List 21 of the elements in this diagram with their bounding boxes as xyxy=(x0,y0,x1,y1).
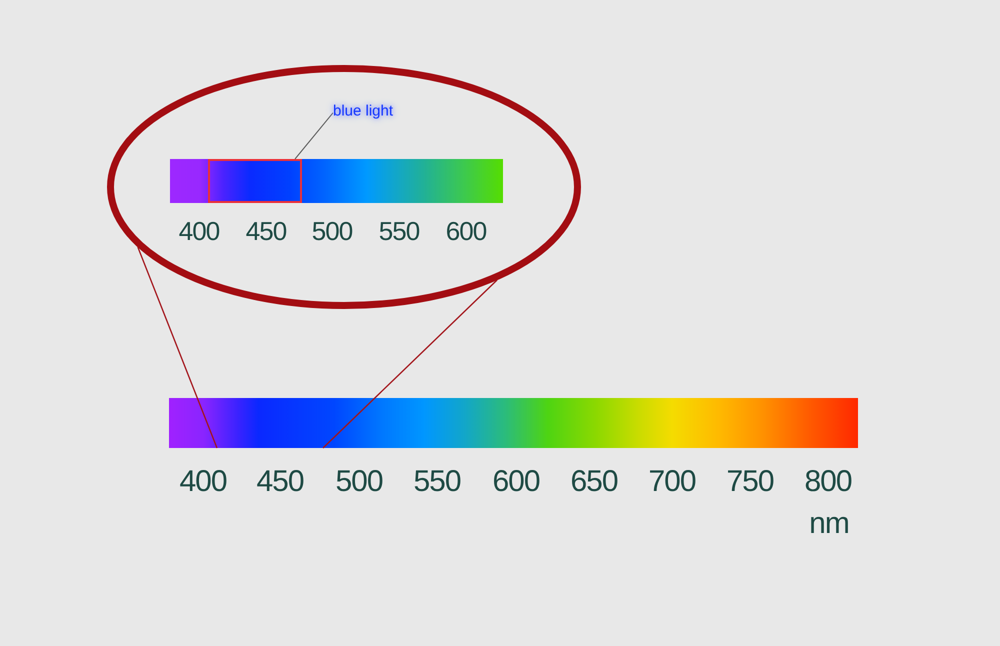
tick-label: 550 xyxy=(378,218,420,244)
highlight-frame xyxy=(208,159,302,203)
unit-label: nm xyxy=(809,509,849,539)
tick-label: 550 xyxy=(413,467,461,497)
tick-label: 500 xyxy=(335,467,383,497)
tick-label: 400 xyxy=(178,218,220,244)
spectrum-bar xyxy=(170,159,503,203)
tick-label: 500 xyxy=(312,218,352,244)
tick-label: 450 xyxy=(256,467,304,497)
tick-label: 600 xyxy=(446,218,486,244)
tick-label: 800 xyxy=(804,467,852,497)
callout-label: blue light xyxy=(332,104,394,118)
tick-label: 450 xyxy=(246,218,286,244)
zoom-line xyxy=(137,246,218,448)
tick-label: 400 xyxy=(179,467,227,497)
tick-label: 650 xyxy=(570,467,618,497)
tick-label: 750 xyxy=(726,467,774,497)
spectrum-bar xyxy=(169,398,858,448)
zoom-line xyxy=(322,280,498,448)
tick-label: 600 xyxy=(492,467,540,497)
tick-label: 700 xyxy=(648,467,696,497)
